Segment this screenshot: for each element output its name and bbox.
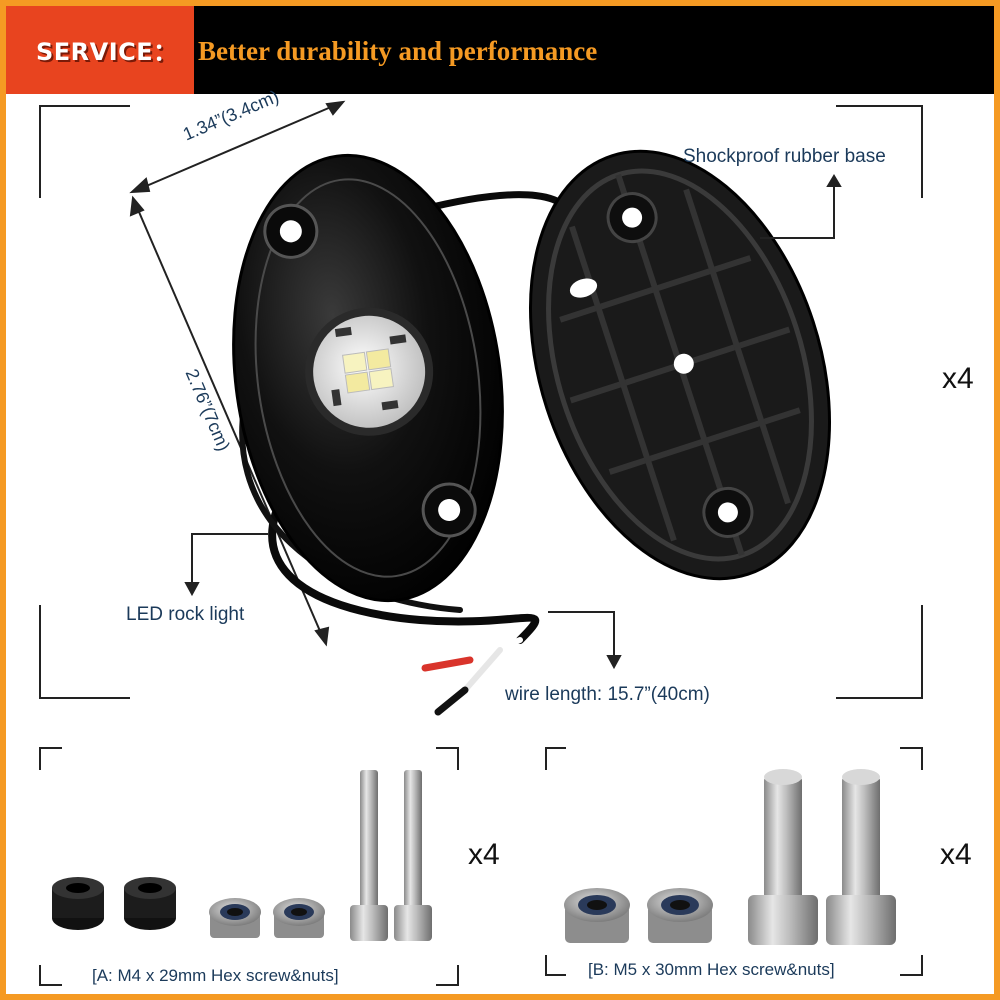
led-light-label: LED rock light [126,604,245,625]
kit-b-nut-2 [647,888,713,943]
kit-a-nut-1 [209,898,261,938]
kit-b-nut-1 [564,888,630,943]
height-dimension-arrow [129,195,330,647]
service-badge: SERVICE： [6,6,194,94]
rubber-base-label: Shockproof rubber base [683,146,886,167]
kit-b-screw-1 [748,769,818,945]
led-rock-light [232,153,504,603]
kit-b-brackets [545,747,923,976]
kit-a-screw-2 [394,770,432,941]
led-light-callout [184,533,268,597]
kit-a-brackets [39,747,459,986]
kit-a-screw-1 [350,770,388,941]
header-banner: SERVICE： Better durability and performan… [6,6,994,94]
wire-length-label: wire length: 15.7”(40cm) [505,684,710,705]
kit-a-nut-2 [273,898,325,938]
width-dimension-arrow [129,100,346,194]
kit-a-sleeve-1 [52,877,104,930]
main-frame-brackets [39,105,923,699]
wire-cable [239,191,575,716]
kit-a-quantity: x4 [468,838,500,871]
kit-a-spec: [A: M4 x 29mm Hex screw&nuts] [92,966,339,985]
wire-length-callout [548,611,622,670]
tagline: Better durability and performance [198,36,598,66]
kit-a-sleeve-2 [124,877,176,930]
kit-b-quantity: x4 [940,838,972,871]
main-quantity: x4 [942,362,974,395]
kit-b-spec: [B: M5 x 30mm Hex screw&nuts] [588,960,835,979]
service-badge-label: SERVICE： [36,38,178,66]
rubber-base [529,149,831,581]
rubber-base-callout [760,174,842,239]
kit-b-screw-2 [826,769,896,945]
